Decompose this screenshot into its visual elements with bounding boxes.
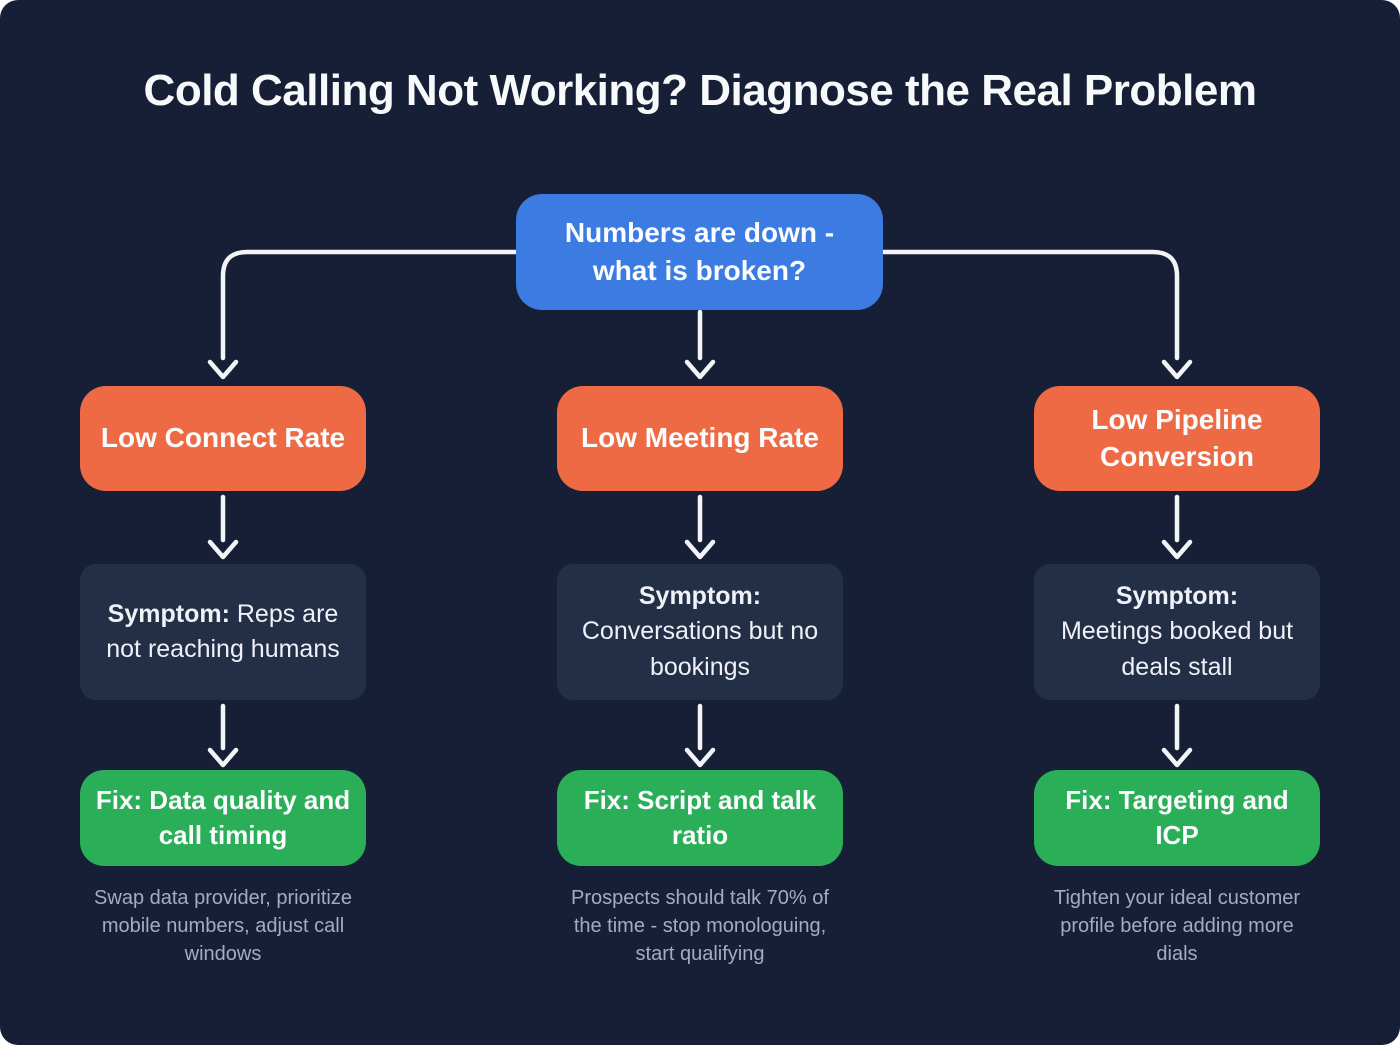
arrowhead-root-to-connect-rate [207,359,239,380]
note-low-pipeline-conversion: Tighten your ideal customer profile befo… [1053,887,1301,965]
fix-node-low-pipeline-conversion: Fix: Targeting and ICP [1034,770,1320,866]
symptom-node-low-meeting-rate: Symptom: Conversations but no bookings [557,564,843,700]
root-node: Numbers are down - what is broken? [516,194,883,310]
connector-root-to-pipeline-conversion [880,249,1180,361]
arrowhead-problem-to-symptom-2 [684,539,716,560]
arrowhead-root-to-pipeline-conversion [1161,359,1193,380]
symptom-text: Symptom: Reps are not reaching humans [92,597,354,668]
problem-node-low-pipeline-conversion: Low Pipeline Conversion [1034,386,1320,491]
problem-node-low-meeting-rate: Low Meeting Rate [557,386,843,491]
symptom-label: Symptom: [107,599,230,628]
problem-node-low-connect-rate: Low Connect Rate [80,386,366,491]
note-low-connect-rate: Swap data provider, prioritize mobile nu… [94,887,352,965]
note-low-meeting-rate: Prospects should talk 70% of the time - … [571,887,829,965]
connector-root-to-connect-rate [220,249,520,361]
fix-node-low-meeting-rate: Fix: Script and talk ratio [557,770,843,866]
fix-node-low-connect-rate: Fix: Data quality and call timing [80,770,366,866]
symptom-node-low-connect-rate: Symptom: Reps are not reaching humans [80,564,366,700]
diagram-title: Cold Calling Not Working? Diagnose the R… [143,66,1257,115]
arrowhead-symptom-to-fix-1 [207,747,239,768]
arrowhead-root-to-meeting-rate [684,359,716,380]
symptom-node-low-pipeline-conversion: Symptom: Meetings booked but deals stall [1034,564,1320,700]
symptom-text: Symptom: Conversations but no bookings [569,579,831,686]
arrowhead-symptom-to-fix-3 [1161,747,1193,768]
symptom-body: Meetings booked but deals stall [1060,617,1294,681]
symptom-label: Symptom: [1115,581,1239,610]
arrowhead-problem-to-symptom-1 [207,539,239,560]
arrowhead-symptom-to-fix-2 [684,747,716,768]
symptom-body: Reps are not reaching humans [106,599,340,664]
arrowhead-problem-to-symptom-3 [1161,539,1193,560]
symptom-text: Symptom: Meetings booked but deals stall [1046,579,1308,686]
symptom-body: Conversations but no bookings [581,617,819,681]
symptom-label: Symptom: [638,581,762,610]
